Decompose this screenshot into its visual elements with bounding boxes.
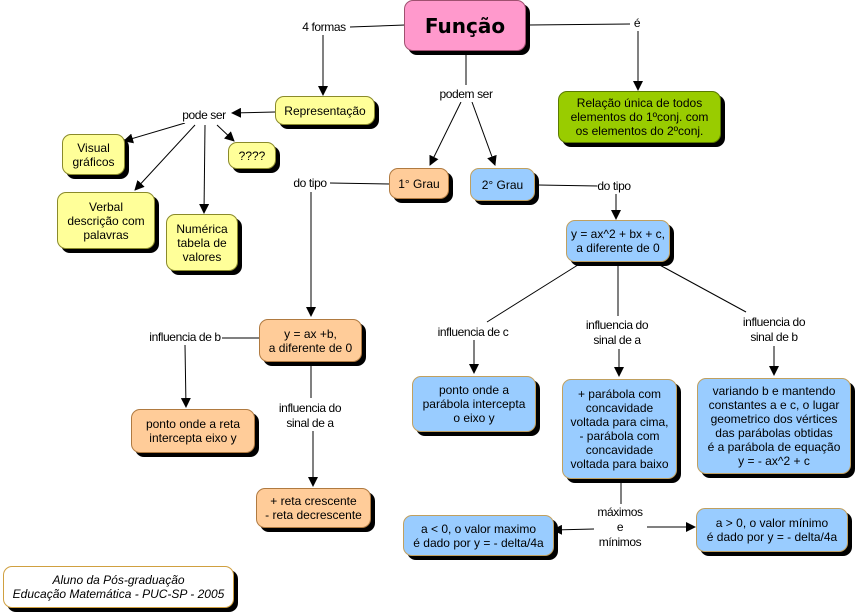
node-lugar-geometrico-vertices[interactable]: variando b e mantendo constantes a e c, … [697,378,851,474]
link-label-maximos-minimos: máximos e mínimos [597,505,643,550]
link-label-influencia-sinal-a-2grau: influencia do sinal de a [585,318,649,348]
line-inflb-retab [180,344,191,408]
node-funcao[interactable]: Função [404,0,526,51]
node-verbal[interactable]: Verbal descrição com palavras [57,192,155,249]
node-equacao-2-grau[interactable]: y = ax^2 + bx + c, a diferente de 0 [566,220,670,262]
node-2-grau[interactable]: 2° Grau [470,168,535,201]
node-interrogacao[interactable]: ???? [228,142,276,169]
node-numerica[interactable]: Numérica tabela de valores [166,214,238,271]
node-reta-intercepta-y[interactable]: ponto onde a reta intercepta eixo y [131,409,255,453]
link-label-e: é [633,16,641,31]
node-valor-maximo[interactable]: a < 0, o valor maximo é dado por y = - d… [403,515,554,556]
line-maxmin-maximo [552,524,595,535]
link-label-influencia-sinal-a-1grau: influencia do sinal de a [278,401,342,431]
line-2grau-dotipo [537,184,599,187]
node-concavidade[interactable]: + parábola com concavidade voltada para … [562,379,677,479]
line-funcao-e [528,23,631,26]
node-visual[interactable]: Visual gráficos [62,134,125,175]
link-label-do-tipo-1grau: do tipo [293,176,327,191]
link-label-4-formas: 4 formas [302,20,346,35]
link-label-influencia-de-b: influencia de b [149,330,221,345]
node-equacao-1-grau[interactable]: y = ax +b, a diferente de 0 [259,319,362,362]
node-credito-autor: Aluno da Pós-graduação Educação Matemáti… [3,566,234,608]
node-representacao[interactable]: Representação [275,96,375,125]
line-podemser-1grau [429,101,462,166]
line-podeser-visual [123,122,186,144]
node-parabola-intercepta-y[interactable]: ponto onde a parábola intercepta o eixo … [412,376,536,432]
node-relacao[interactable]: Relação única de todos elementos do 1ºco… [558,91,721,143]
link-label-pode-ser: pode ser [182,108,226,123]
line-podemser-2grau [471,101,497,166]
line-podeser-verbal [134,124,196,191]
link-label-influencia-de-c: influencia de c [437,325,509,340]
node-valor-minimo[interactable]: a > 0, o valor mínimo é dado por y = - d… [696,508,848,552]
link-label-do-tipo-2grau: do tipo [597,179,631,194]
line-1grau-dotipo [329,182,391,185]
line-podeser-interrogacao [216,124,235,142]
node-1-grau[interactable]: 1° Grau [389,168,449,199]
line-eq2-inflc [486,262,582,323]
link-label-influencia-sinal-b: influencia do sinal de b [742,315,806,345]
line-representacao-podeser [231,107,276,118]
line-funcao-4formas [349,24,406,28]
line-eq2-inflb2 [655,262,747,313]
link-label-podem-ser: podem ser [439,87,493,102]
line-podeser-numerica [199,124,210,214]
node-reta-crescente-decrescente[interactable]: + reta crescente - reta decrescente [256,488,371,528]
